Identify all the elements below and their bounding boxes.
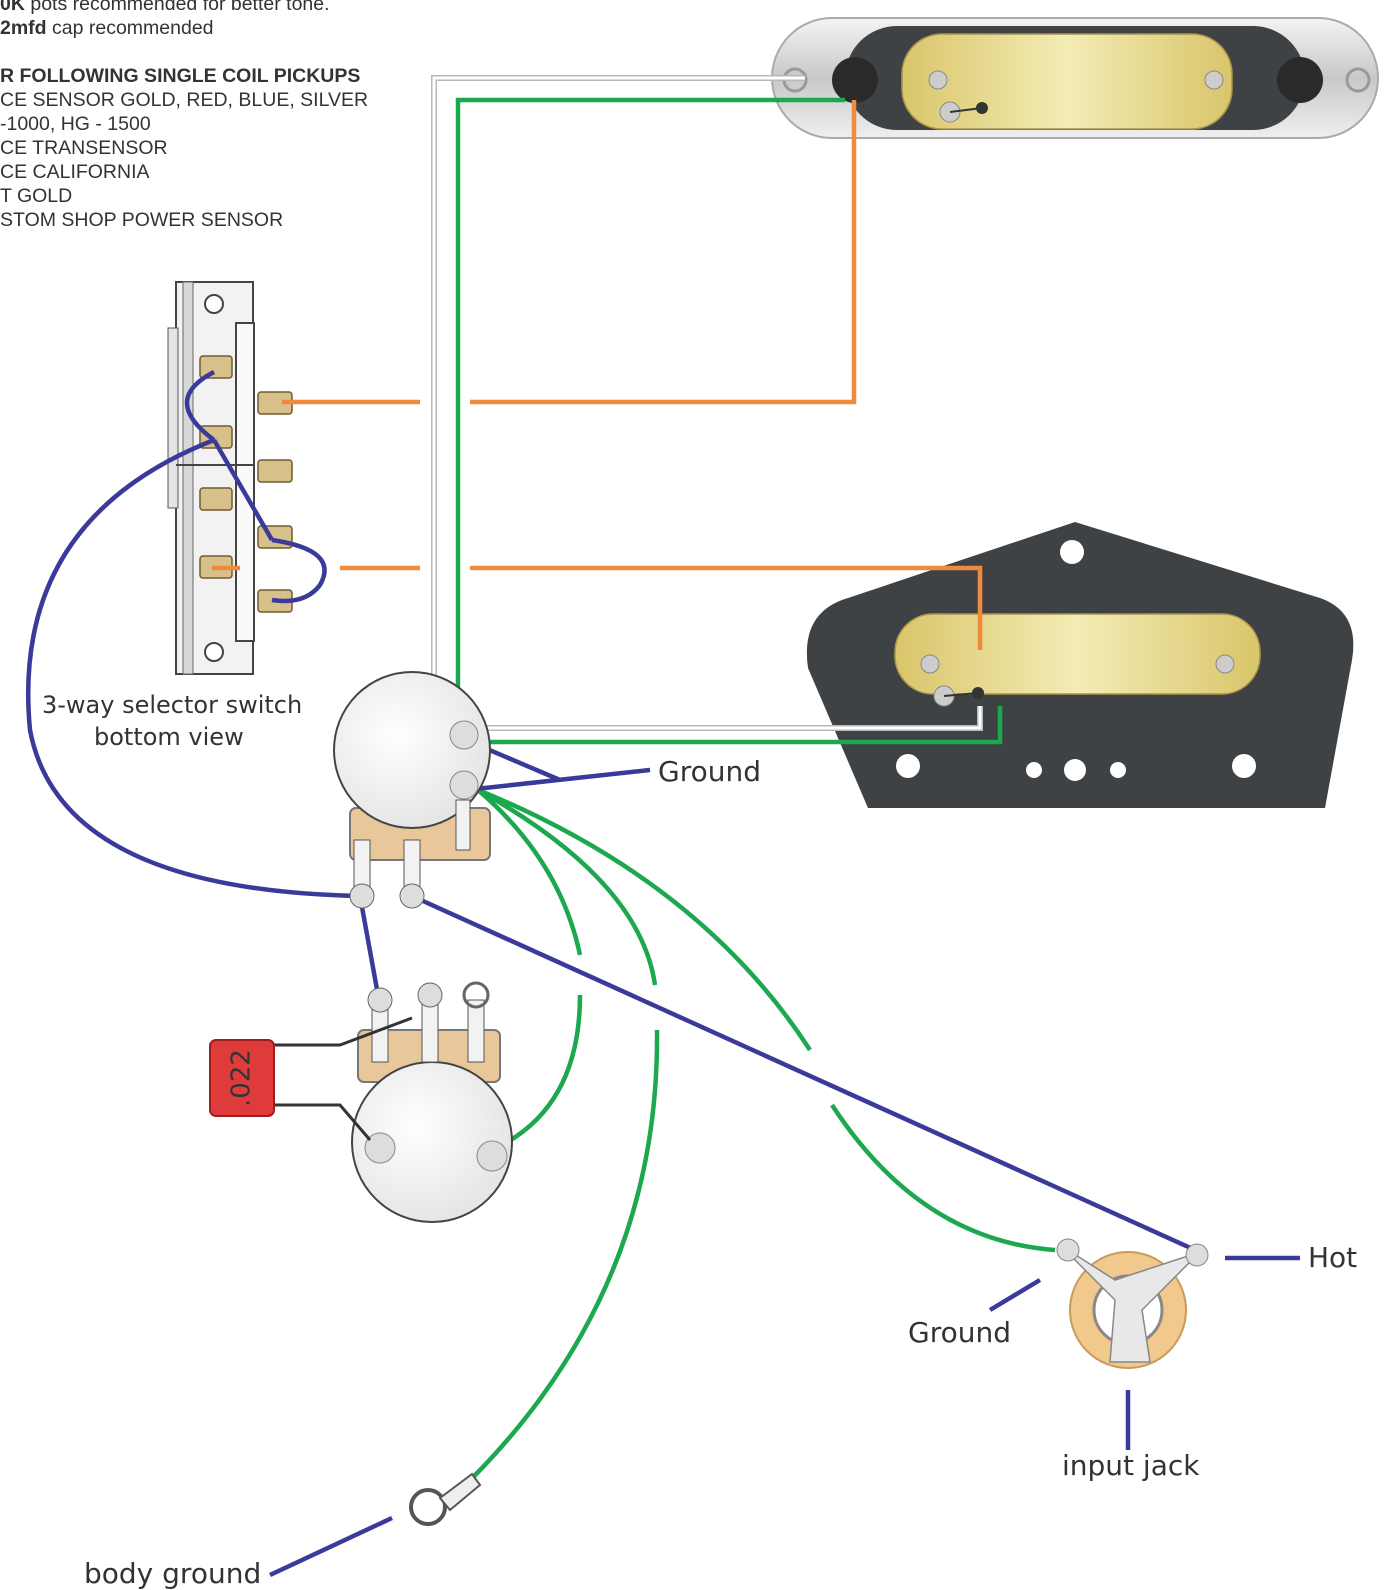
body-ground-lug [409,1472,482,1526]
hot-wires [212,100,983,650]
ground-wires [453,97,1056,1497]
note-heading: R FOLLOWING SINGLE COIL PICKUPS [0,65,361,87]
ground-label-pot: Ground [658,755,761,788]
note-item-2: -1000, HG - 1500 [0,113,151,135]
note-item-4: CE CALIFORNIA [0,161,150,183]
input-jack-label: input jack [1062,1449,1200,1482]
selector-switch [167,281,293,675]
hot-label: Hot [1308,1241,1357,1274]
volume-pot [333,671,491,909]
note-item-1: CE SENSOR GOLD, RED, BLUE, SILVER [0,89,369,111]
switch-label-line1: 3-way selector switch [42,691,302,719]
input-jack [1056,1238,1209,1369]
tone-pot [351,981,513,1223]
capacitor: .022 [209,1016,413,1141]
switch-label-line2: bottom view [94,723,244,751]
body-ground-label: body ground [84,1557,261,1590]
ground-label-jack: Ground [908,1316,1011,1349]
neck-pickup [771,17,1379,139]
pickup-notes: 0K pots recommended for better tone. 2mf… [0,0,368,232]
capacitor-label: .022 [227,1049,257,1107]
bridge-pickup [806,522,1354,808]
note-line2: 2mfd cap recommended [0,17,214,39]
note-line1: 0K pots recommended for better tone. [0,0,330,15]
note-item-6: STOM SHOP POWER SENSOR [0,209,284,231]
blue-wires [25,370,1300,1578]
note-item-3: CE TRANSENSOR [0,137,168,159]
note-item-5: T GOLD [0,185,73,207]
